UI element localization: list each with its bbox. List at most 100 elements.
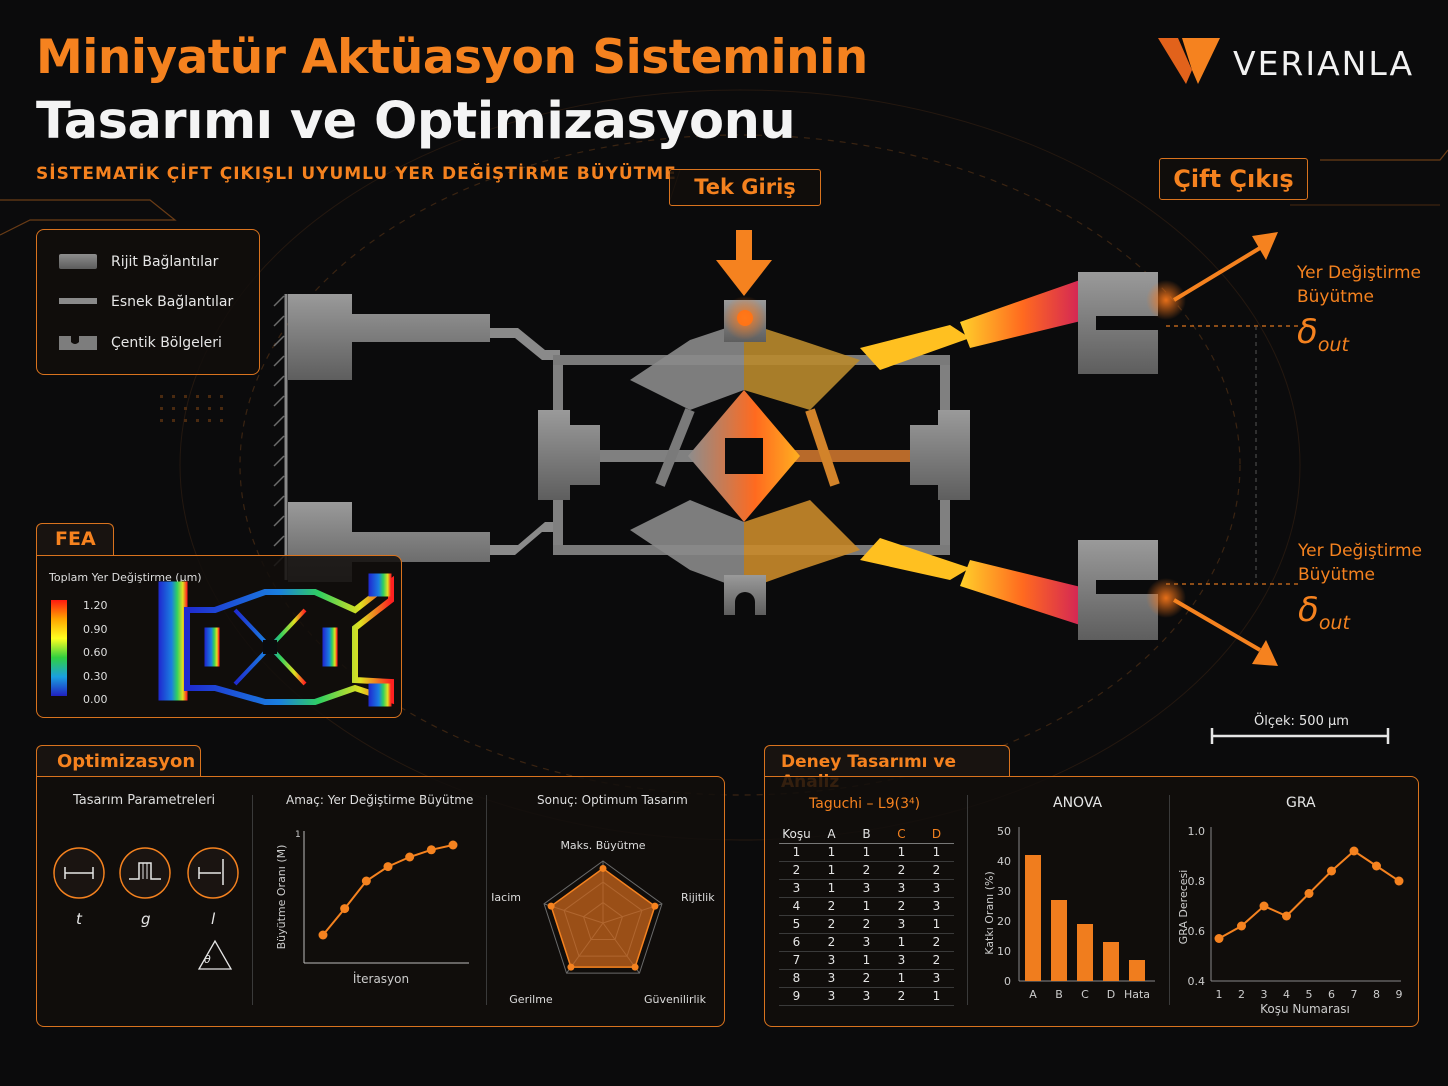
output-bot-line1: Yer Değiştirme xyxy=(1298,541,1422,561)
legend-panel: Rijit Bağlantılar Esnek Bağlantılar Çent… xyxy=(36,229,260,375)
goal-title: Amaç: Yer Değiştirme Büyütme xyxy=(286,793,474,807)
gra-xlabel: Koşu Numarası xyxy=(1260,1002,1350,1016)
anova-ytick: 20 xyxy=(997,915,1011,928)
gra-point xyxy=(1214,934,1224,943)
gra-xtick: 4 xyxy=(1283,988,1290,1001)
fea-tab: FEA xyxy=(36,523,114,555)
radar-point xyxy=(631,963,639,971)
gra-xtick: 1 xyxy=(1216,988,1223,1001)
anova-bar xyxy=(1051,900,1067,981)
gra-point xyxy=(1394,876,1404,886)
rigid-link-swatch xyxy=(59,254,97,269)
params-icons xyxy=(53,847,239,970)
anova-title: ANOVA xyxy=(1053,795,1103,811)
gra-ytick: 0.8 xyxy=(1188,875,1206,888)
param-theta: θ xyxy=(204,953,211,966)
gra-ytick: 0.4 xyxy=(1188,975,1206,988)
gra-point xyxy=(1304,889,1314,898)
param-l: l xyxy=(211,910,216,928)
delta-out-top: δout xyxy=(1297,312,1349,356)
param-g: g xyxy=(141,910,151,928)
params-title: Tasarım Parametreleri xyxy=(73,793,216,808)
goal-point xyxy=(448,840,458,850)
legend-item-notch: Çentik Bölgeleri xyxy=(111,335,222,351)
gap-icon xyxy=(119,847,171,899)
gra-ylabel: GRA Derecesi xyxy=(1177,870,1190,945)
goal-point xyxy=(340,904,350,914)
gra-point xyxy=(1372,861,1381,871)
doe-tab: Deney Tasarımı ve Analiz xyxy=(764,745,1010,792)
radar-axis-label: Maks. Büyütme xyxy=(560,839,645,852)
anova-ytick: 50 xyxy=(997,825,1011,838)
legend-item-flexible: Esnek Bağlantılar xyxy=(111,294,234,310)
gra-chart: GRA Derecesi Koşu Numarası 0.4 0.6 0.8 1.0 1… xyxy=(1177,825,1404,1016)
table-header: Koşu xyxy=(779,825,814,844)
table-header: C xyxy=(884,825,919,844)
radar-point xyxy=(547,902,555,910)
delta-out-bottom: δout xyxy=(1298,590,1350,634)
table-header: A xyxy=(814,825,849,844)
anova-ytick: 40 xyxy=(997,855,1011,868)
radar-axis-label: Güvenilirlik xyxy=(644,993,707,1006)
gra-ytick: 1.0 xyxy=(1188,825,1206,838)
radar-ring xyxy=(543,860,663,974)
anova-xtick: B xyxy=(1055,988,1063,1001)
output-top-line1: Yer Değiştirme xyxy=(1297,263,1421,283)
anova-bar xyxy=(1077,924,1093,981)
goal-ylabel: Büyütme Oranı (M) xyxy=(275,845,288,950)
goal-chart: 1 Büyütme Oranı (M) İterasyon xyxy=(275,830,469,986)
anova-ytick: 10 xyxy=(997,945,1011,958)
anova-ylabel: Katkı Oranı (%) xyxy=(983,871,996,954)
subtitle: SİSTEMATİK ÇİFT ÇIKIŞLI UYUMLU YER DEĞİŞ… xyxy=(36,164,677,184)
flexible-link-swatch xyxy=(59,298,97,304)
optimization-tab: Optimizasyon xyxy=(36,745,201,777)
gra-xtick: 5 xyxy=(1306,988,1313,1001)
gra-ytick: 0.6 xyxy=(1188,925,1206,938)
title-line-1: Miniyatür Aktüasyon Sisteminin xyxy=(36,30,868,85)
param-t: t xyxy=(76,910,82,928)
output-label: Çift Çıkış xyxy=(1159,158,1308,200)
gra-xtick: 7 xyxy=(1351,988,1358,1001)
goal-point xyxy=(383,862,393,872)
fea-contour-plot xyxy=(158,573,394,707)
goal-xlabel: İterasyon xyxy=(353,971,409,986)
goal-point xyxy=(426,845,436,855)
goal-line xyxy=(322,844,454,936)
radar-axis-label: Hacim xyxy=(492,891,521,904)
logo-v-icon xyxy=(1158,38,1220,84)
mechanism-diagram xyxy=(273,230,1300,666)
anova-xtick: C xyxy=(1081,988,1089,1001)
gra-point xyxy=(1349,846,1359,856)
gra-xtick: 2 xyxy=(1238,988,1245,1001)
title-line-2: Tasarımı ve Optimizasyonu xyxy=(36,92,796,151)
input-label: Tek Giriş xyxy=(669,169,821,206)
gra-xtick: 9 xyxy=(1396,988,1403,1001)
result-title: Sonuç: Optimum Tasarım xyxy=(537,793,688,807)
anova-bar xyxy=(1103,942,1119,981)
radar-chart: Maks. BüyütmeRijitlikGüvenilirlikGerilme… xyxy=(492,839,715,1006)
anova-bar xyxy=(1129,960,1145,981)
gra-point xyxy=(1282,911,1291,921)
anova-ytick: 30 xyxy=(997,885,1011,898)
output-top-line2: Büyütme xyxy=(1297,287,1374,307)
legend-item-rigid: Rijit Bağlantılar xyxy=(111,254,219,270)
gra-xtick: 3 xyxy=(1261,988,1268,1001)
anova-ytick: 0 xyxy=(1004,975,1011,988)
anova-bar xyxy=(1025,855,1041,981)
taguchi-title: Taguchi – L9(3⁴) xyxy=(809,796,921,812)
fea-title: Toplam Yer Değiştirme (µm) xyxy=(49,571,202,584)
radar-point xyxy=(599,864,607,872)
